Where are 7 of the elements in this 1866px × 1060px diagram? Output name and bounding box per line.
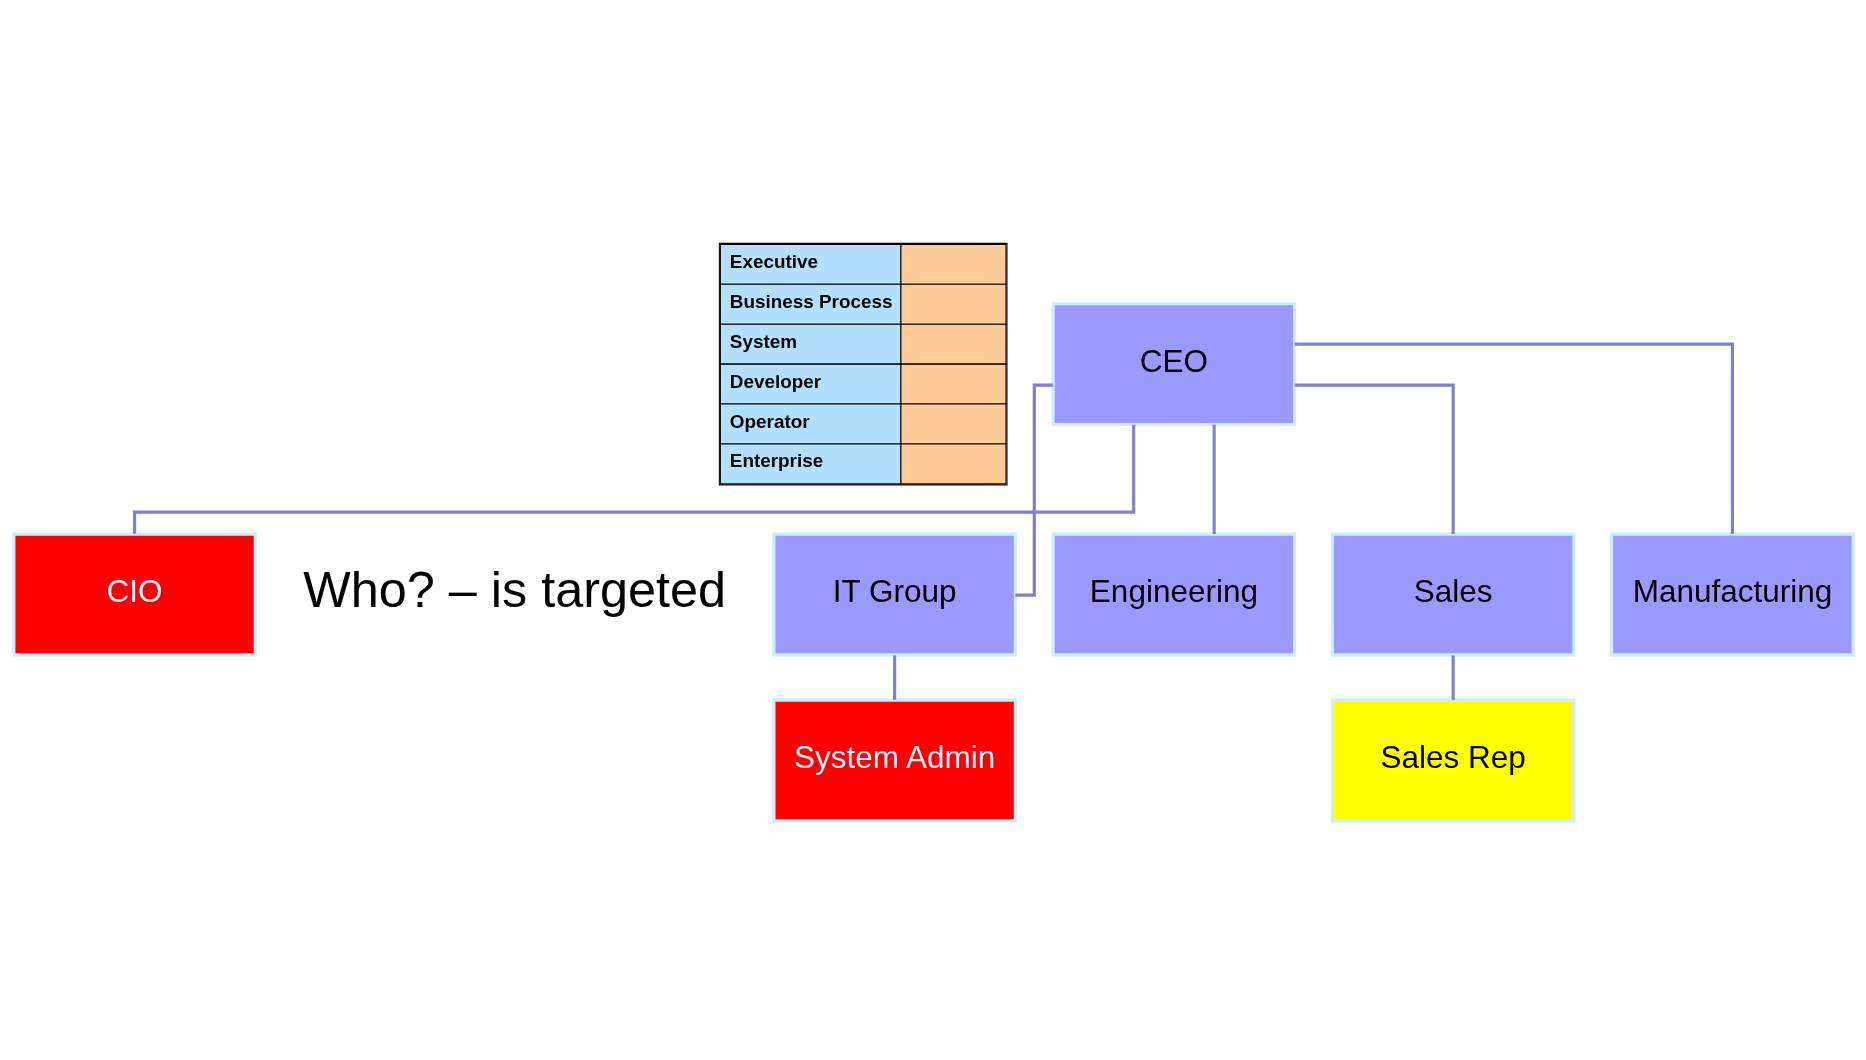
label: Enterprise bbox=[729, 450, 823, 472]
label: Business Process bbox=[729, 290, 892, 312]
label: Who? – is targeted bbox=[302, 561, 726, 619]
label: Executive bbox=[729, 250, 818, 272]
label: System bbox=[729, 330, 797, 352]
label: Operator bbox=[729, 410, 810, 432]
label: Developer bbox=[729, 370, 821, 392]
